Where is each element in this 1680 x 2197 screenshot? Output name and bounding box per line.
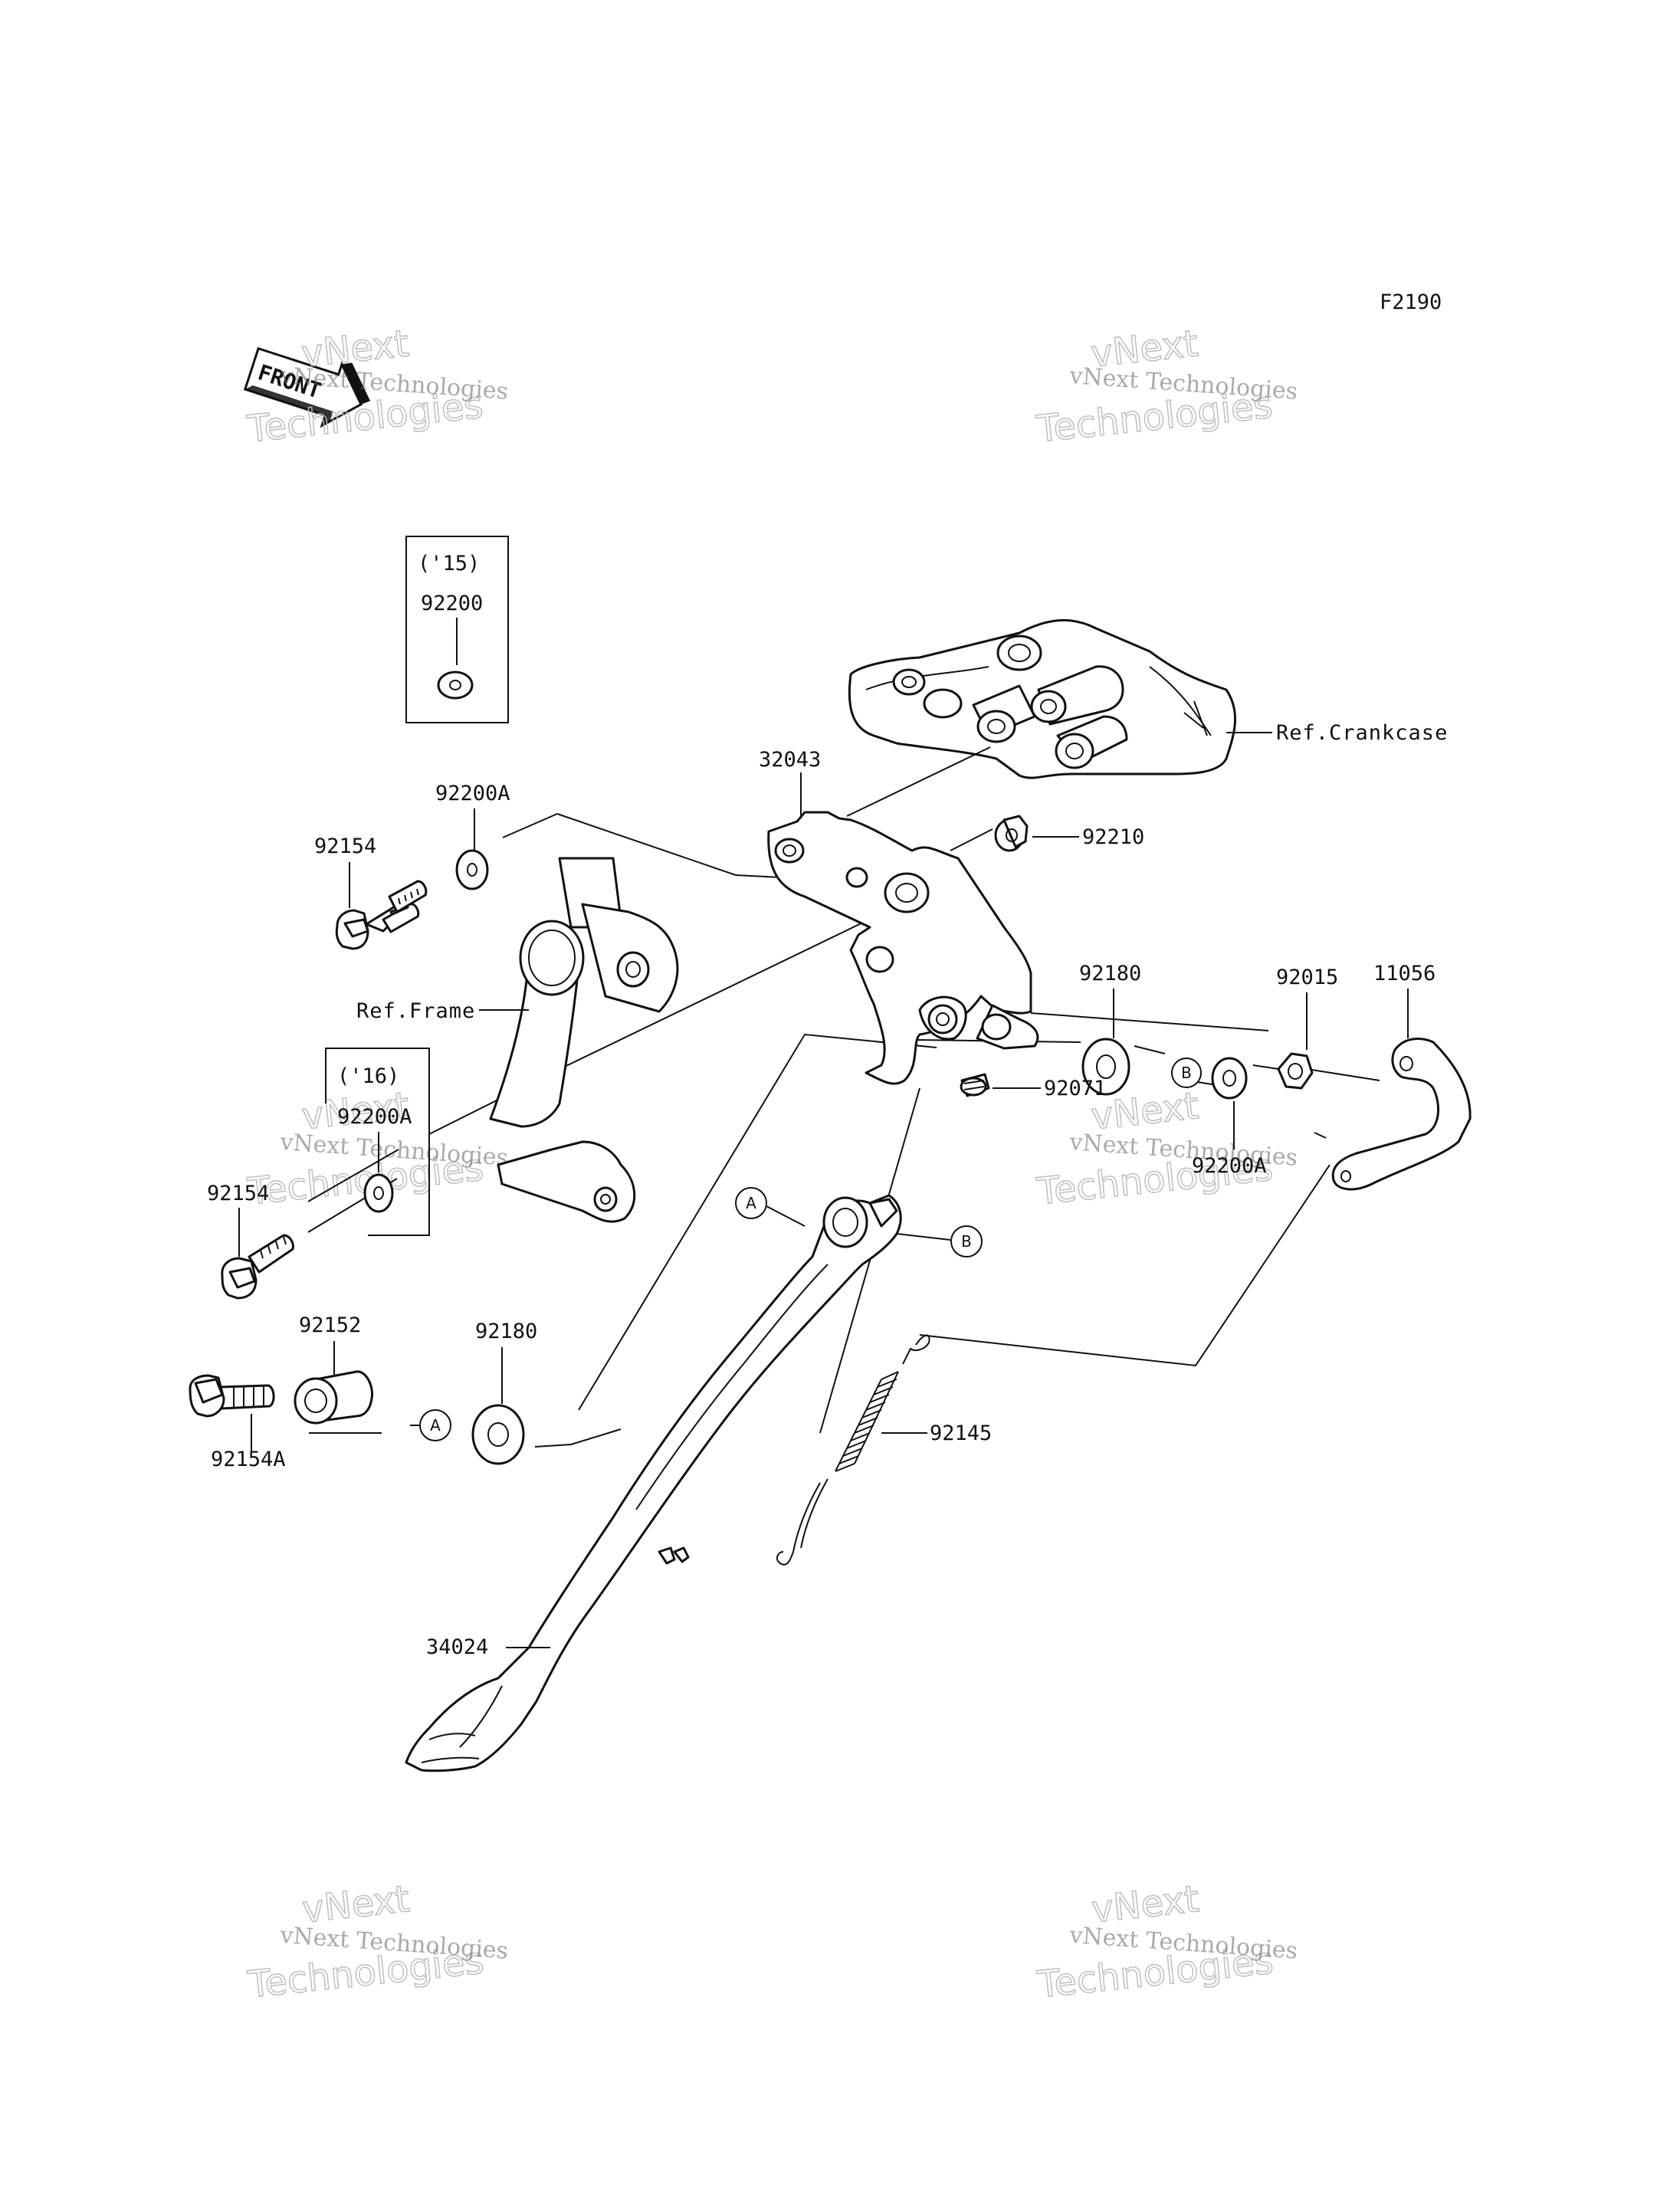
bolt-a-icon — [189, 1374, 275, 1418]
washer-2015-icon — [437, 671, 474, 700]
variant-2016-year: ('16) — [337, 1064, 399, 1088]
label-92180-right: 92180 — [1079, 962, 1141, 985]
svg-text:A: A — [430, 1416, 441, 1435]
variant-2015-year: ('15) — [418, 552, 480, 575]
label-92071: 92071 — [1044, 1077, 1106, 1100]
stand-bracket-icon — [767, 811, 1039, 1085]
flange-nut-icon — [994, 815, 1029, 852]
washer-2016-icon — [363, 1173, 394, 1213]
crankcase-icon — [848, 618, 1237, 779]
washer-left-icon — [471, 1404, 525, 1465]
front-arrow-icon: FRONT — [243, 346, 371, 428]
label-92154-upper: 92154 — [314, 835, 376, 858]
label-92180-left: 92180 — [475, 1320, 537, 1343]
label-92015: 92015 — [1276, 966, 1338, 989]
label-92154A: 92154A — [211, 1448, 286, 1471]
svg-text:vNext: vNext — [300, 1877, 412, 1931]
nut-icon — [1277, 1052, 1314, 1090]
collar-icon — [294, 1370, 374, 1425]
spring-icon — [776, 1334, 930, 1566]
label-92200A-b: 92200A — [1192, 1154, 1267, 1178]
variant-2015-part: 92200 — [421, 592, 483, 615]
variant-2016-part: 92200A — [337, 1105, 412, 1129]
label-92152: 92152 — [299, 1313, 361, 1337]
label-32043: 32043 — [759, 748, 821, 772]
ref-crankcase-label: Ref.Crankcase — [1276, 721, 1448, 745]
side-stand-icon — [405, 1194, 902, 1772]
variant-box-2015: ('15) 92200 — [405, 536, 509, 723]
callout-b-stand: B — [950, 1225, 983, 1258]
frame-icon — [489, 857, 679, 1223]
callout-a-stand: A — [735, 1187, 767, 1219]
svg-text:vNext: vNext — [1090, 1877, 1201, 1931]
label-92154-lower: 92154 — [207, 1182, 269, 1205]
label-11056: 11056 — [1373, 962, 1436, 985]
grommet-icon — [960, 1073, 990, 1097]
svg-text:A: A — [746, 1194, 756, 1212]
washer-upper-icon — [455, 849, 489, 890]
spring-plate-icon — [1331, 1038, 1472, 1191]
label-92210: 92210 — [1082, 825, 1144, 849]
ref-frame-label: Ref.Frame — [356, 999, 475, 1023]
svg-text:B: B — [1181, 1064, 1192, 1082]
bolt-lower-icon — [221, 1234, 294, 1300]
callout-a-left: A — [419, 1409, 451, 1441]
washer-right-icon — [1081, 1038, 1130, 1096]
figure-code: F2190 — [1380, 290, 1442, 314]
label-92145: 92145 — [930, 1421, 992, 1445]
svg-text:B: B — [961, 1232, 972, 1251]
label-92200A-upper: 92200A — [435, 782, 510, 805]
variant-box-2016: ('16) 92200A — [325, 1048, 430, 1236]
label-34024: 34024 — [426, 1635, 488, 1659]
washer-b-icon — [1211, 1057, 1248, 1100]
callout-b-upper: B — [1171, 1058, 1202, 1088]
bolt-upper-icon — [335, 880, 428, 950]
